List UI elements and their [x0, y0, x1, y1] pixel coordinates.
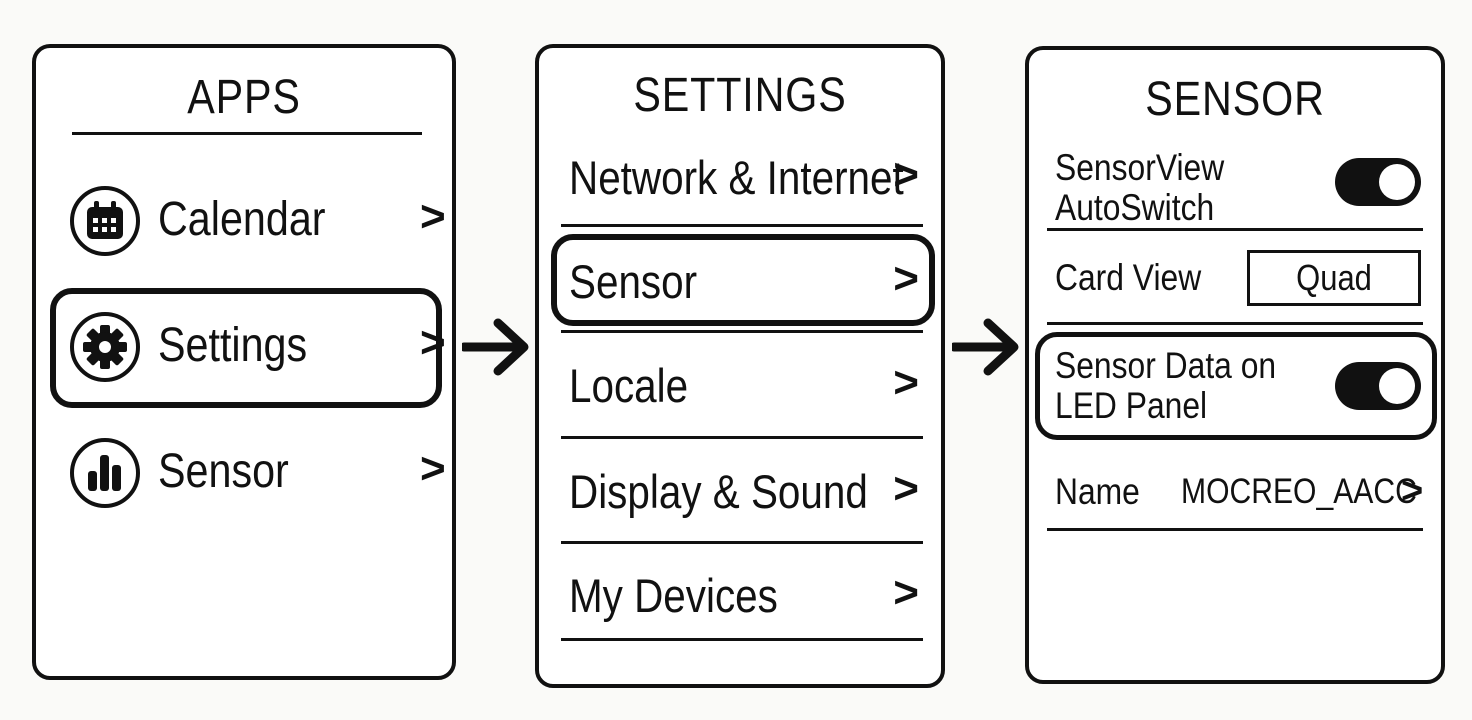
chevron-right-icon: >	[420, 318, 446, 367]
settings-item-my-devices[interactable]: My Devices >	[569, 564, 919, 624]
settings-item-label: My Devices	[569, 569, 778, 622]
arrow-right-icon	[952, 318, 1019, 376]
app-item-label: Sensor	[158, 445, 289, 498]
row-divider	[1047, 528, 1423, 531]
toggle-knob	[1379, 368, 1415, 404]
row-divider	[561, 330, 923, 333]
bar-chart-icon	[70, 438, 140, 508]
chevron-right-icon: >	[420, 444, 446, 493]
apps-title-divider	[72, 132, 422, 135]
selected-item-highlight	[50, 288, 442, 408]
app-item-label: Calendar	[158, 193, 326, 246]
settings-item-label: Display & Sound	[569, 465, 868, 518]
row-divider	[561, 436, 923, 439]
sensor-panel: SENSOR SensorView AutoSwitch Card View Q…	[1025, 46, 1445, 684]
settings-title: SETTINGS	[633, 69, 847, 122]
apps-title: APPS	[187, 71, 301, 124]
name-label: Name	[1055, 471, 1140, 512]
calendar-icon	[70, 186, 140, 256]
settings-item-display-sound[interactable]: Display & Sound >	[569, 460, 919, 520]
led-panel-toggle[interactable]	[1335, 362, 1421, 410]
chevron-right-icon: >	[893, 464, 919, 513]
chevron-right-icon: >	[893, 150, 919, 199]
led-panel-label: Sensor Data on LED Panel	[1055, 345, 1277, 426]
chevron-right-icon: >	[1401, 470, 1424, 512]
gear-icon	[70, 312, 140, 382]
row-divider	[561, 224, 923, 227]
chevron-right-icon: >	[893, 568, 919, 617]
card-view-label: Card View	[1055, 257, 1202, 298]
chevron-right-icon: >	[420, 192, 446, 241]
app-item-sensor[interactable]: Sensor >	[70, 430, 446, 520]
settings-item-network[interactable]: Network & Internet >	[569, 146, 919, 206]
chevron-right-icon: >	[893, 254, 919, 303]
name-value[interactable]: MOCREO_AACC	[1181, 472, 1417, 511]
row-divider	[1047, 322, 1423, 325]
card-view-select[interactable]: Quad	[1247, 250, 1421, 306]
autoswitch-label: SensorView AutoSwitch	[1055, 147, 1225, 228]
settings-item-label: Locale	[569, 359, 689, 412]
settings-item-sensor[interactable]: Sensor >	[569, 250, 919, 310]
settings-item-locale[interactable]: Locale >	[569, 354, 919, 414]
app-item-label: Settings	[158, 319, 308, 372]
row-divider	[561, 638, 923, 641]
autoswitch-toggle[interactable]	[1335, 158, 1421, 206]
app-item-settings[interactable]: Settings >	[70, 304, 446, 394]
selected-item-highlight	[1035, 332, 1437, 440]
row-divider	[1047, 228, 1423, 231]
apps-panel: APPS Calendar >	[32, 44, 456, 680]
chevron-right-icon: >	[893, 358, 919, 407]
selected-item-highlight	[551, 234, 935, 326]
row-divider	[561, 541, 923, 544]
toggle-knob	[1379, 164, 1415, 200]
settings-item-label: Network & Internet	[569, 151, 904, 204]
sensor-title: SENSOR	[1145, 73, 1325, 126]
arrow-right-icon	[462, 318, 529, 376]
app-item-calendar[interactable]: Calendar >	[70, 178, 446, 268]
settings-panel: SETTINGS Network & Internet > Sensor > L…	[535, 44, 945, 688]
settings-item-label: Sensor	[569, 255, 698, 308]
